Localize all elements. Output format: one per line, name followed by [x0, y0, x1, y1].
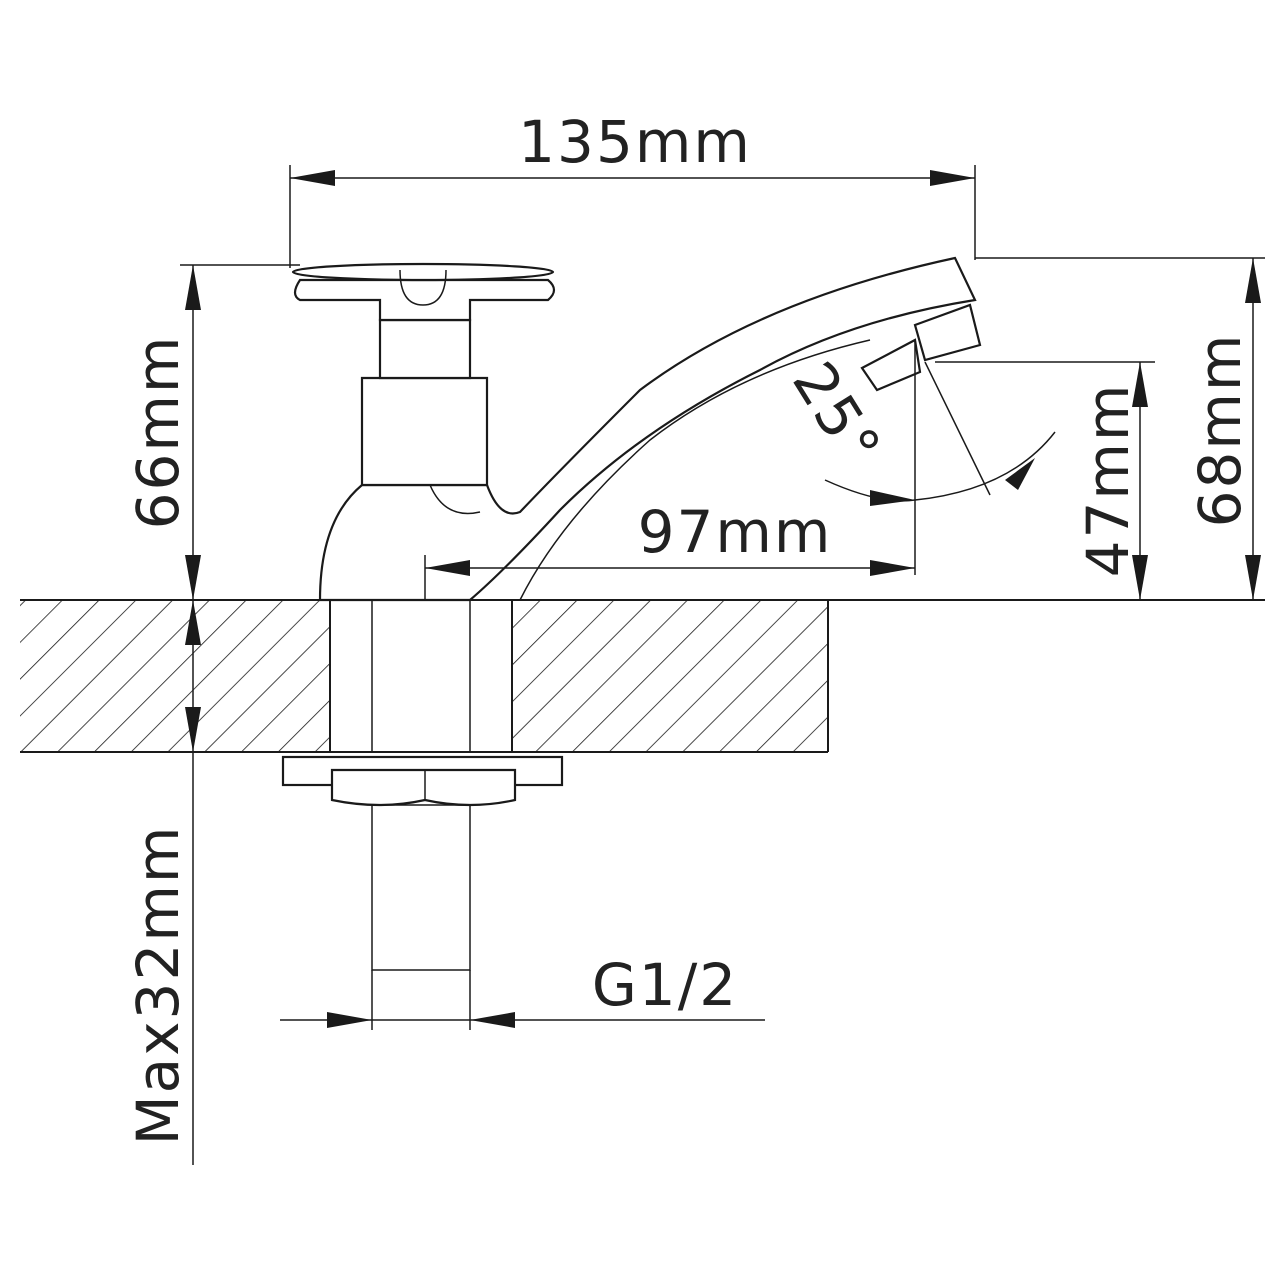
label-97mm: 97mm — [638, 498, 833, 566]
dimension-overall-length: 135mm — [289, 108, 976, 268]
faucet-body — [291, 256, 982, 602]
dimension-spout-height: 68mm — [975, 257, 1265, 600]
label-47mm: 47mm — [1074, 383, 1142, 578]
countertop — [20, 599, 1265, 753]
label-g1-2: G1/2 — [592, 951, 738, 1019]
label-135mm: 135mm — [518, 108, 752, 176]
label-68mm: 68mm — [1186, 333, 1254, 528]
dimension-handle-height: 66mm Max32mm — [124, 264, 300, 1165]
label-max32mm: Max32mm — [124, 825, 192, 1146]
dimension-outlet-height: 47mm — [935, 361, 1155, 600]
label-66mm: 66mm — [124, 335, 192, 530]
mounting-nut — [281, 755, 564, 807]
dimension-spout-reach: 97mm — [424, 340, 916, 600]
dimension-thread-size: G1/2 — [280, 951, 765, 1030]
